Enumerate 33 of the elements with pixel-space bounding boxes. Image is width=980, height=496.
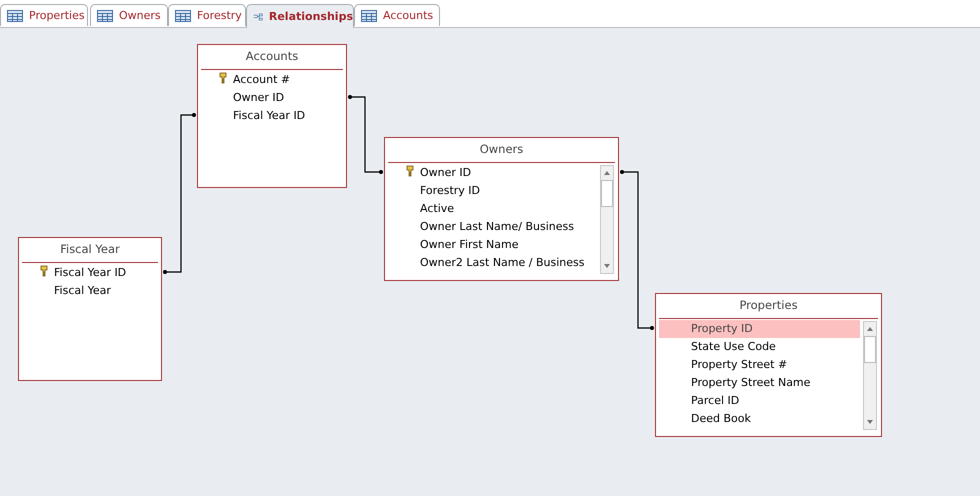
- field-name: Deed Book: [691, 411, 751, 427]
- relationship-line: [348, 95, 383, 174]
- field-name: Owner Last Name/ Business: [420, 219, 574, 235]
- table-box: [655, 293, 882, 437]
- tab: Forestry: [168, 4, 246, 26]
- field-name: Active: [420, 201, 454, 217]
- field-name: Property ID: [691, 321, 753, 337]
- field-name: Owner2 Last Name / Business: [420, 255, 584, 271]
- table-box: [384, 137, 619, 281]
- table-title: Properties: [738, 298, 799, 312]
- field-name: Owner First Name: [420, 237, 519, 253]
- relationship-line: [163, 113, 196, 274]
- tab: Owners: [90, 4, 168, 26]
- table-box: [197, 44, 347, 188]
- field-name: Fiscal Year: [54, 283, 111, 299]
- table-title: Fiscal Year: [59, 242, 121, 256]
- field-name: Owner ID: [420, 165, 472, 181]
- table-title: Accounts: [244, 49, 300, 63]
- field-name: Property Street #: [691, 357, 788, 373]
- table-box: [18, 237, 162, 381]
- field-name: Fiscal Year ID: [233, 108, 306, 124]
- field-name: Fiscal Year ID: [54, 265, 126, 281]
- tab: Properties: [0, 4, 88, 26]
- field-name: Property Street Name: [691, 375, 810, 391]
- table-title: Owners: [478, 142, 524, 156]
- field-name: Parcel ID: [691, 393, 740, 409]
- tab: Accounts: [354, 4, 440, 26]
- tab: Relationships: [246, 4, 354, 28]
- field-name: State Use Code: [691, 339, 776, 355]
- field-name: Forestry ID: [420, 183, 480, 199]
- relationship-line: [620, 170, 654, 330]
- field-name: Owner ID: [233, 90, 284, 106]
- field-name: Account #: [233, 72, 290, 88]
